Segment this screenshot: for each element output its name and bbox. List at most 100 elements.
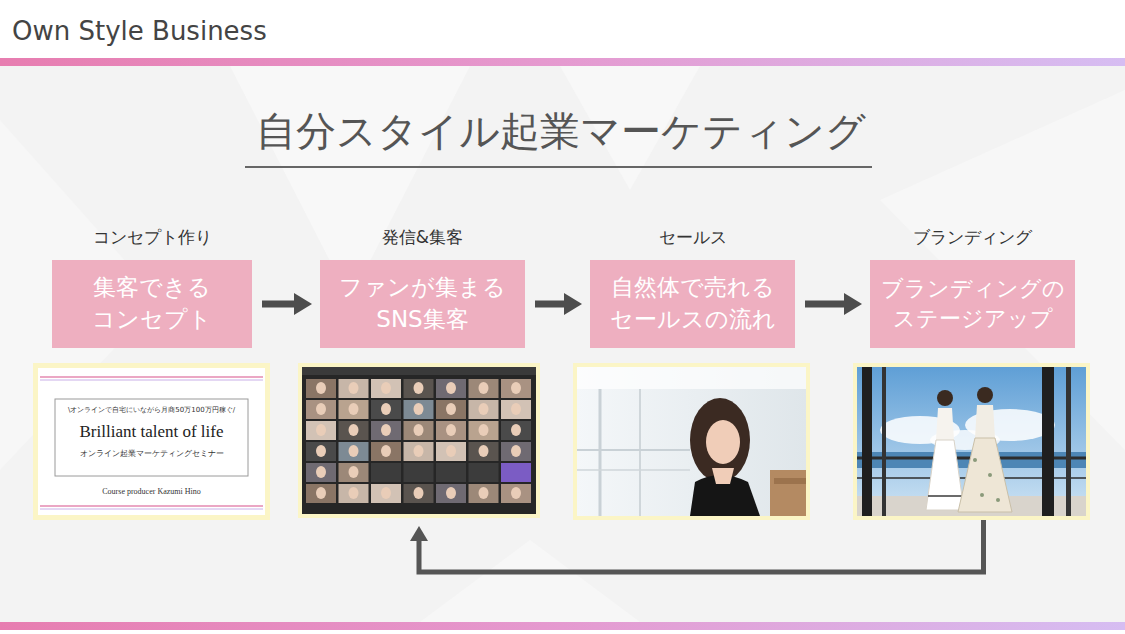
video-face	[479, 487, 489, 499]
video-tile	[339, 442, 369, 461]
video-tile	[339, 379, 369, 398]
video-face	[349, 445, 359, 457]
video-tile	[404, 400, 434, 419]
video-tile	[339, 421, 369, 440]
video-tile	[436, 421, 466, 440]
video-face	[381, 445, 391, 457]
video-tile	[436, 463, 466, 482]
video-tile	[306, 379, 336, 398]
stage-group: セールス自然体で売れる セールスの流れ	[573, 222, 810, 520]
video-tile	[501, 463, 531, 482]
video-face	[479, 445, 489, 457]
arrow-head	[410, 526, 428, 541]
video-tile	[371, 379, 401, 398]
video-tile	[436, 379, 466, 398]
video-tile	[306, 484, 336, 503]
video-face	[414, 445, 424, 457]
video-tile	[501, 379, 531, 398]
video-tile	[436, 400, 466, 419]
footer-band	[0, 630, 1125, 634]
stage-box: 集客できる コンセプト	[52, 260, 252, 348]
video-face	[349, 466, 359, 478]
video-face	[446, 403, 456, 415]
slide-text: Brilliant talent of life	[41, 422, 262, 442]
video-tile	[404, 421, 434, 440]
video-face	[511, 382, 521, 394]
video-face	[316, 445, 326, 457]
seminar-slide-image	[33, 363, 270, 520]
flow-arrow	[805, 293, 862, 315]
video-face	[414, 487, 424, 499]
stage-group: コンセプト作り集客できる コンセプト	[33, 222, 270, 520]
video-face	[414, 382, 424, 394]
video-face	[349, 424, 359, 436]
arrow-line	[262, 301, 298, 308]
video-face	[446, 382, 456, 394]
video-tile	[371, 421, 401, 440]
slide-text: \オンラインで自宅にいながら月商50万100万円稼ぐ/	[41, 405, 262, 415]
video-tile	[306, 421, 336, 440]
video-tile	[306, 442, 336, 461]
header-bar	[0, 58, 1125, 66]
video-face	[511, 487, 521, 499]
flow-arrow	[535, 293, 582, 315]
video-face	[446, 424, 456, 436]
title-underline	[245, 166, 872, 168]
video-face	[381, 382, 391, 394]
portrait-photo	[573, 363, 810, 520]
stage-group: ブランディングブランディングの ステージアップ	[853, 222, 1090, 520]
video-face	[381, 424, 391, 436]
flow-arrow	[262, 293, 312, 315]
video-tile	[501, 484, 531, 503]
video-face	[511, 445, 521, 457]
box-label: ブランディングの ステージアップ	[878, 274, 1067, 335]
box-label: ファンが集まる SNS集客	[328, 272, 517, 335]
video-face	[479, 403, 489, 415]
header-title: Own Style Business	[12, 16, 412, 46]
video-tile	[469, 421, 499, 440]
slide-text: オンライン起業マーケティングセミナー	[41, 448, 262, 459]
video-face	[381, 403, 391, 415]
video-face	[511, 403, 521, 415]
video-face	[316, 424, 326, 436]
video-face	[511, 424, 521, 436]
video-tile	[469, 484, 499, 503]
video-tile	[371, 484, 401, 503]
video-tile	[469, 442, 499, 461]
video-tile	[469, 379, 499, 398]
video-tile	[501, 442, 531, 461]
video-face	[349, 382, 359, 394]
video-call-image	[298, 363, 540, 518]
balcony-photo	[853, 363, 1090, 520]
arrow-line	[805, 301, 848, 308]
stage-box: ファンが集まる SNS集客	[320, 260, 525, 348]
arrow-head	[564, 293, 582, 315]
stage-heading: 発信&集客	[320, 226, 525, 249]
arrow-line	[535, 301, 568, 308]
slide-text: Course producer Kazumi Hino	[41, 487, 262, 496]
box-label: 自然体で売れる セールスの流れ	[598, 272, 787, 335]
header-band	[0, 0, 1125, 58]
video-tile	[339, 463, 369, 482]
video-tile	[501, 421, 531, 440]
ground-triangle	[420, 540, 640, 622]
video-face	[479, 382, 489, 394]
video-face	[414, 403, 424, 415]
arrow-line	[419, 520, 984, 572]
box-label: 集客できる コンセプト	[60, 272, 244, 335]
video-face	[316, 382, 326, 394]
arrow-head	[844, 293, 862, 315]
video-face	[446, 487, 456, 499]
video-tile	[469, 400, 499, 419]
video-tile	[339, 400, 369, 419]
video-face	[446, 445, 456, 457]
video-tile	[404, 484, 434, 503]
video-tile	[404, 463, 434, 482]
video-tile	[306, 400, 336, 419]
stage-box: ブランディングの ステージアップ	[870, 260, 1075, 348]
video-face	[479, 424, 489, 436]
video-face	[381, 487, 391, 499]
video-tile	[469, 463, 499, 482]
video-tile	[371, 400, 401, 419]
